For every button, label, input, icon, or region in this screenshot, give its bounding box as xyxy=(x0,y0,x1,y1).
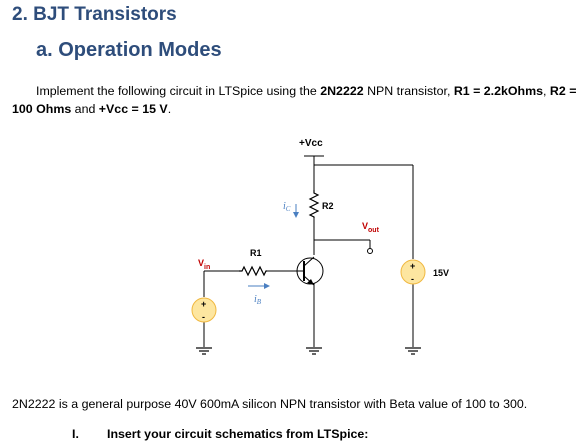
circuit-wires xyxy=(203,155,414,347)
subsection-heading: a. Operation Modes xyxy=(36,39,222,61)
intro-text-1: Implement the following circuit in LTSpi… xyxy=(36,84,321,98)
vin-label: Vin xyxy=(198,258,210,271)
vcc-label: +Vcc xyxy=(299,138,323,149)
transistor-description: 2N2222 is a general purpose 40V 600mA si… xyxy=(12,397,528,411)
vout-label: Vout xyxy=(362,221,380,234)
vin-plus-label: + xyxy=(201,299,206,309)
ic-label: iC xyxy=(283,201,291,213)
intro-text-5: . xyxy=(167,102,172,116)
section-heading: 2. BJT Transistors xyxy=(12,4,177,25)
ib-arrow-icon xyxy=(248,283,270,289)
dc-source xyxy=(400,259,426,285)
ground-icon xyxy=(405,347,421,355)
source-plus-label: + xyxy=(410,261,415,271)
intro-text-2: NPN transistor, xyxy=(363,84,454,98)
npn-transistor xyxy=(296,256,324,286)
ground-icon xyxy=(196,347,212,355)
vout-terminal xyxy=(367,248,373,254)
r2-resistor xyxy=(308,190,320,218)
vin-source xyxy=(191,297,217,323)
r2-label: R2 xyxy=(322,201,334,211)
vcc-value: +Vcc = 15 V xyxy=(98,102,168,116)
ground-icon xyxy=(306,347,322,355)
vin-minus-label: - xyxy=(202,312,205,322)
list-item-number: I. xyxy=(72,427,79,441)
transistor-name: 2N2222 xyxy=(320,84,364,98)
source-voltage-label: 15V xyxy=(433,268,449,278)
list-item-text: Insert your circuit schematics from LTSp… xyxy=(107,427,369,441)
source-minus-label: - xyxy=(411,274,414,284)
intro-text-4: and xyxy=(71,102,99,116)
r1-resistor xyxy=(239,265,267,277)
ic-arrow-icon xyxy=(293,204,299,218)
r1-value: R1 = 2.2kOhms xyxy=(453,84,544,98)
intro-paragraph: Implement the following circuit in LTSpi… xyxy=(12,82,580,118)
r2-value: R2 = 100 Ohms xyxy=(12,84,577,116)
intro-text-3: , xyxy=(543,84,550,98)
r1-label: R1 xyxy=(250,248,262,258)
ib-label: iB xyxy=(254,294,262,306)
